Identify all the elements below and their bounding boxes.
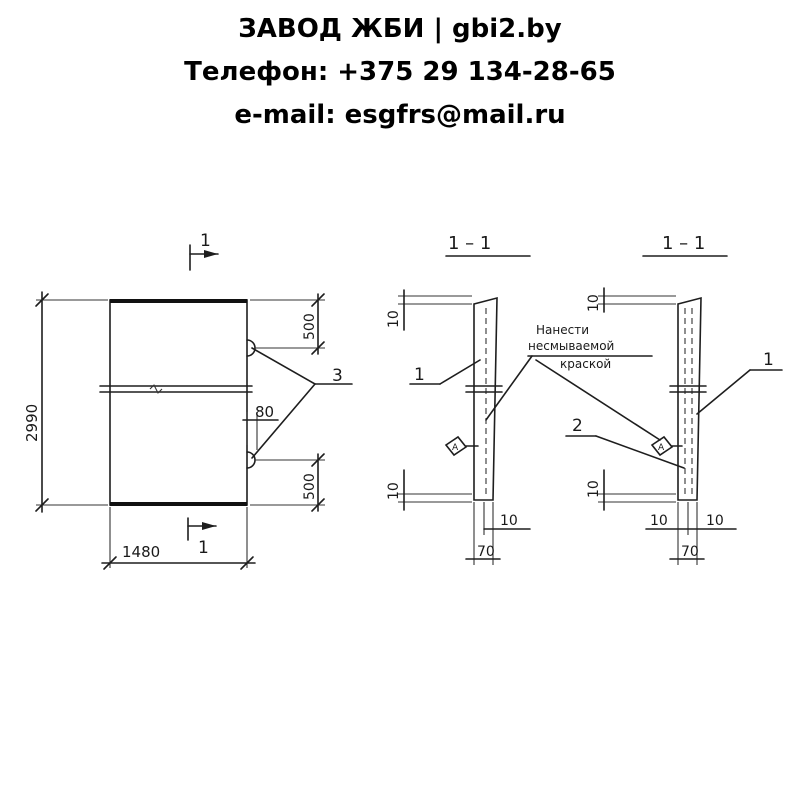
section-view-2: 1 – 1 10 10 1 2 А 10 xyxy=(565,233,783,565)
lifting-loop-bottom xyxy=(246,451,256,469)
section-mark-bottom: 1 xyxy=(198,538,209,558)
arrow-icon xyxy=(204,250,218,258)
callout-3: 3 xyxy=(332,366,343,386)
dim-tick xyxy=(35,293,49,307)
dim-10-left-2: 10 xyxy=(650,513,668,529)
dim-500-bottom: 500 xyxy=(302,473,318,500)
marker-a-label: А xyxy=(452,443,459,453)
note-line-3: краской xyxy=(560,357,611,371)
dim-10-top-2: 10 xyxy=(586,294,602,312)
width-dimension: 1480 xyxy=(122,543,160,561)
leader-1 xyxy=(439,359,481,385)
dim-70-2: 70 xyxy=(681,544,699,560)
panel-outline xyxy=(109,299,248,506)
section-body xyxy=(473,296,498,501)
dim-10-top: 10 xyxy=(386,310,402,328)
note-line-1: Нанести xyxy=(536,323,589,337)
dim-500-top: 500 xyxy=(302,313,318,340)
marker-a xyxy=(444,435,468,457)
dim-tick xyxy=(103,556,117,570)
leader-2 xyxy=(595,435,685,469)
dim-10-bottom: 10 xyxy=(386,482,402,500)
section-title-2: 1 – 1 xyxy=(662,233,705,254)
front-view: 1 1 2990 1480 500 5 xyxy=(23,231,353,570)
paint-note: Нанести несмываемой краской xyxy=(485,323,661,441)
leader-1-right xyxy=(696,369,751,415)
marker-a-2-label: А xyxy=(658,443,665,453)
leader-3a xyxy=(251,347,316,385)
leader-3b xyxy=(251,383,316,459)
section-body xyxy=(677,296,702,501)
dim-tick xyxy=(35,498,49,512)
arrow-icon xyxy=(202,522,216,530)
section-mark-top: 1 xyxy=(200,231,211,251)
header-company: ЗАВОД ЖБИ | gbi2.by xyxy=(238,14,562,44)
section-view-1: 1 – 1 10 10 1 А 10 70 xyxy=(386,233,531,565)
header-contacts: ЗАВОД ЖБИ | gbi2.by Телефон: +375 29 134… xyxy=(0,8,800,137)
callout-1: 1 xyxy=(414,365,425,385)
header-phone: Телефон: +375 29 134-28-65 xyxy=(184,57,616,87)
dim-tick xyxy=(311,293,325,307)
dim-80: 80 xyxy=(255,403,274,421)
section-title-1: 1 – 1 xyxy=(448,233,491,254)
dim-10-right: 10 xyxy=(500,513,518,529)
dim-70: 70 xyxy=(477,544,495,560)
dim-tick xyxy=(311,498,325,512)
callout-2: 2 xyxy=(572,416,583,436)
height-dimension: 2990 xyxy=(23,404,41,442)
note-leader-left xyxy=(485,355,533,421)
dim-tick xyxy=(311,341,325,355)
dim-10-bottom-2: 10 xyxy=(586,480,602,498)
note-leader-right xyxy=(535,359,661,441)
dim-10-right-2: 10 xyxy=(706,513,724,529)
callout-1-right: 1 xyxy=(763,350,774,370)
break-symbol xyxy=(149,384,163,394)
marker-a-2 xyxy=(650,435,674,457)
lifting-loop-top xyxy=(246,339,256,357)
header-email: e-mail: esgfrs@mail.ru xyxy=(234,100,566,130)
dim-tick xyxy=(240,556,254,570)
note-line-2: несмываемой xyxy=(528,339,614,353)
dim-tick xyxy=(311,453,325,467)
